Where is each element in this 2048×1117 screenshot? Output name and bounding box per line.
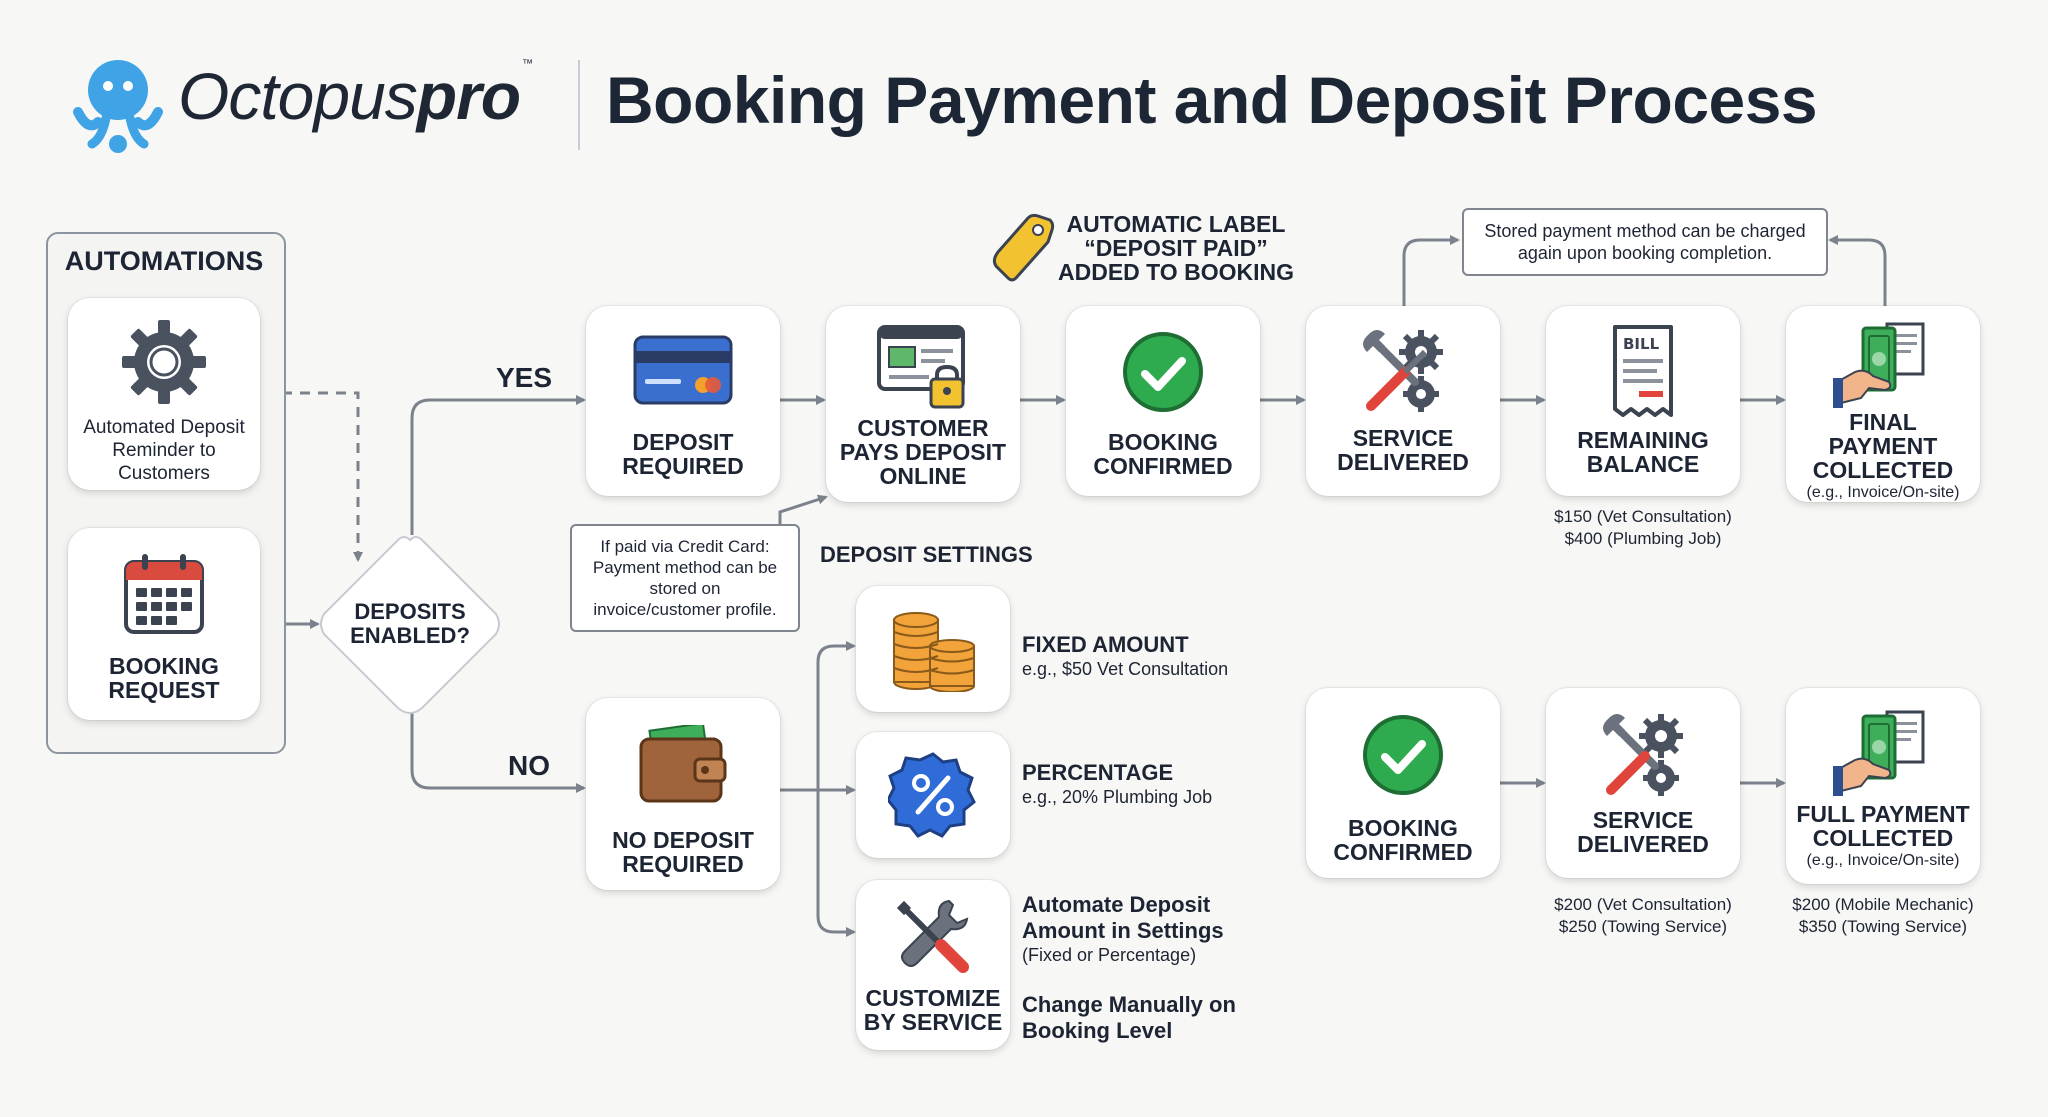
customer-pays-card[interactable]: CUSTOMER PAYS DEPOSIT ONLINE — [826, 306, 1020, 502]
yes-label: YES — [496, 362, 553, 393]
percentage-label: PERCENTAGE — [1022, 760, 1174, 785]
brand-trademark: ™ — [522, 58, 533, 70]
automate-deposit-note: Automate Deposit Amount in Settings (Fix… — [1022, 892, 1224, 966]
booking-confirmed-card[interactable]: BOOKING CONFIRMED — [1066, 306, 1260, 496]
fixed-amount-label: FIXED AMOUNT — [1022, 632, 1189, 657]
stored-payment-note: Stored payment method can be charged aga… — [1462, 208, 1828, 276]
octopus-logo-icon — [68, 52, 168, 156]
b-checkmark-icon — [1361, 708, 1445, 802]
final-payment-card[interactable]: FINAL PAYMENT COLLECTED (e.g., Invoice/O… — [1786, 306, 1980, 502]
percentage-card[interactable] — [856, 732, 1010, 858]
automatic-label-note: AUTOMATIC LABEL “DEPOSIT PAID” ADDED TO … — [1058, 211, 1294, 285]
manual-line-2: Booking Level — [1022, 1018, 1173, 1043]
balance-example-1: $150 (Vet Consultation) — [1554, 507, 1732, 526]
automate-line-1: Automate Deposit — [1022, 892, 1211, 917]
balance-example-2: $400 (Plumbing Job) — [1564, 529, 1722, 548]
deposit-settings-title: DEPOSIT SETTINGS — [820, 542, 1033, 567]
b-service-delivered-label: SERVICE DELIVERED — [1577, 807, 1709, 857]
no-label: NO — [508, 750, 550, 781]
no-deposit-label: NO DEPOSIT REQUIRED — [612, 827, 754, 877]
manual-change-note: Change Manually on Booking Level — [1022, 992, 1236, 1044]
brand-light: Octopus — [178, 59, 418, 133]
service-examples: $200 (Vet Consultation) $250 (Towing Ser… — [1530, 894, 1756, 938]
credit-card-note: If paid via Credit Card: Payment method … — [570, 524, 800, 632]
remaining-balance-label: REMAINING BALANCE — [1577, 427, 1709, 477]
brand-bold: pro — [416, 59, 521, 133]
note-to-pays-arrow — [778, 494, 828, 525]
booking-request-card[interactable]: BOOKING REQUEST — [68, 528, 260, 720]
wrench-screwdriver-icon — [891, 892, 975, 982]
decision-diamond[interactable] — [318, 534, 502, 714]
balance-examples: $150 (Vet Consultation) $400 (Plumbing J… — [1530, 506, 1756, 550]
b-tools-gears-icon — [1595, 702, 1691, 806]
remaining-balance-card[interactable]: BILL REMAINING BALANCE — [1546, 306, 1740, 496]
percentage-example: e.g., 20% Plumbing Job — [1022, 787, 1213, 807]
to-fixed-arrow — [816, 641, 856, 790]
final-to-stored-note-arrow — [1828, 235, 1887, 306]
final-payment-sub: (e.g., Invoice/On-site) — [1806, 484, 1960, 501]
b-booking-confirmed-label: BOOKING CONFIRMED — [1333, 815, 1473, 865]
percent-badge-icon — [888, 750, 978, 840]
gear-icon — [120, 314, 208, 410]
service-delivered-label: SERVICE DELIVERED — [1337, 425, 1469, 475]
service-delivered-card[interactable]: SERVICE DELIVERED — [1306, 306, 1500, 496]
price-tag-icon — [990, 212, 1056, 286]
coins-stack-icon — [888, 606, 978, 692]
page-title: Booking Payment and Deposit Process — [606, 63, 1818, 137]
customize-by-service-card[interactable]: CUSTOMIZE BY SERVICE — [856, 880, 1010, 1050]
svg-text:BILL: BILL — [1623, 335, 1660, 353]
payment-example-2: $350 (Towing Service) — [1798, 917, 1968, 936]
automate-line-2: Amount in Settings — [1022, 918, 1224, 943]
service-to-stored-note-arrow — [1402, 235, 1460, 306]
booking-request-label: BOOKING REQUEST — [108, 653, 220, 703]
manual-line-1: Change Manually on — [1022, 992, 1236, 1017]
fixed-amount-card[interactable] — [856, 586, 1010, 712]
automate-line-3: (Fixed or Percentage) — [1022, 945, 1197, 965]
no-branch-arrow — [410, 713, 586, 793]
no-deposit-card[interactable]: NO DEPOSIT REQUIRED — [586, 698, 780, 890]
b-booking-confirmed-card[interactable]: BOOKING CONFIRMED — [1306, 688, 1500, 878]
full-payment-label: FULL PAYMENT COLLECTED — [1796, 801, 1970, 851]
browser-lock-icon — [875, 320, 971, 414]
checkmark-icon — [1121, 324, 1205, 420]
deposit-required-label: DEPOSIT REQUIRED — [622, 429, 744, 479]
credit-card-icon — [633, 328, 733, 412]
payment-examples: $200 (Mobile Mechanic) $350 (Towing Serv… — [1770, 894, 1996, 938]
service-example-1: $200 (Vet Consultation) — [1554, 895, 1732, 914]
booking-confirmed-label: BOOKING CONFIRMED — [1093, 429, 1233, 479]
bill-icon: BILL — [1603, 318, 1683, 428]
fixed-amount-example: e.g., $50 Vet Consultation — [1022, 659, 1229, 679]
customize-by-service-label: CUSTOMIZE BY SERVICE — [863, 985, 1003, 1035]
reminder-to-decision-dashed — [264, 391, 363, 562]
deposit-required-card[interactable]: DEPOSIT REQUIRED — [586, 306, 780, 496]
cash-hand-icon — [1833, 318, 1933, 410]
header-divider — [578, 60, 580, 150]
automated-reminder-label: Automated Deposit Reminder to Customers — [83, 417, 245, 484]
automations-title: AUTOMATIONS — [64, 246, 264, 276]
final-payment-label: FINAL PAYMENT COLLECTED — [1812, 409, 1954, 483]
b-cash-hand-icon — [1833, 702, 1933, 802]
tools-gears-icon — [1355, 318, 1451, 422]
decision-label: DEPOSITS ENABLED? — [350, 599, 470, 648]
payment-example-1: $200 (Mobile Mechanic) — [1792, 895, 1974, 914]
yes-branch-arrow — [410, 395, 586, 535]
full-payment-sub: (e.g., Invoice/On-site) — [1806, 852, 1960, 869]
full-payment-card[interactable]: FULL PAYMENT COLLECTED (e.g., Invoice/On… — [1786, 688, 1980, 884]
automated-reminder-card[interactable]: Automated Deposit Reminder to Customers — [68, 298, 260, 490]
wallet-icon — [637, 720, 729, 810]
b-service-delivered-card[interactable]: SERVICE DELIVERED — [1546, 688, 1740, 878]
service-example-2: $250 (Towing Service) — [1558, 917, 1728, 936]
to-customize-arrow — [816, 790, 856, 937]
calendar-icon — [122, 548, 206, 640]
customer-pays-label: CUSTOMER PAYS DEPOSIT ONLINE — [839, 415, 1007, 489]
